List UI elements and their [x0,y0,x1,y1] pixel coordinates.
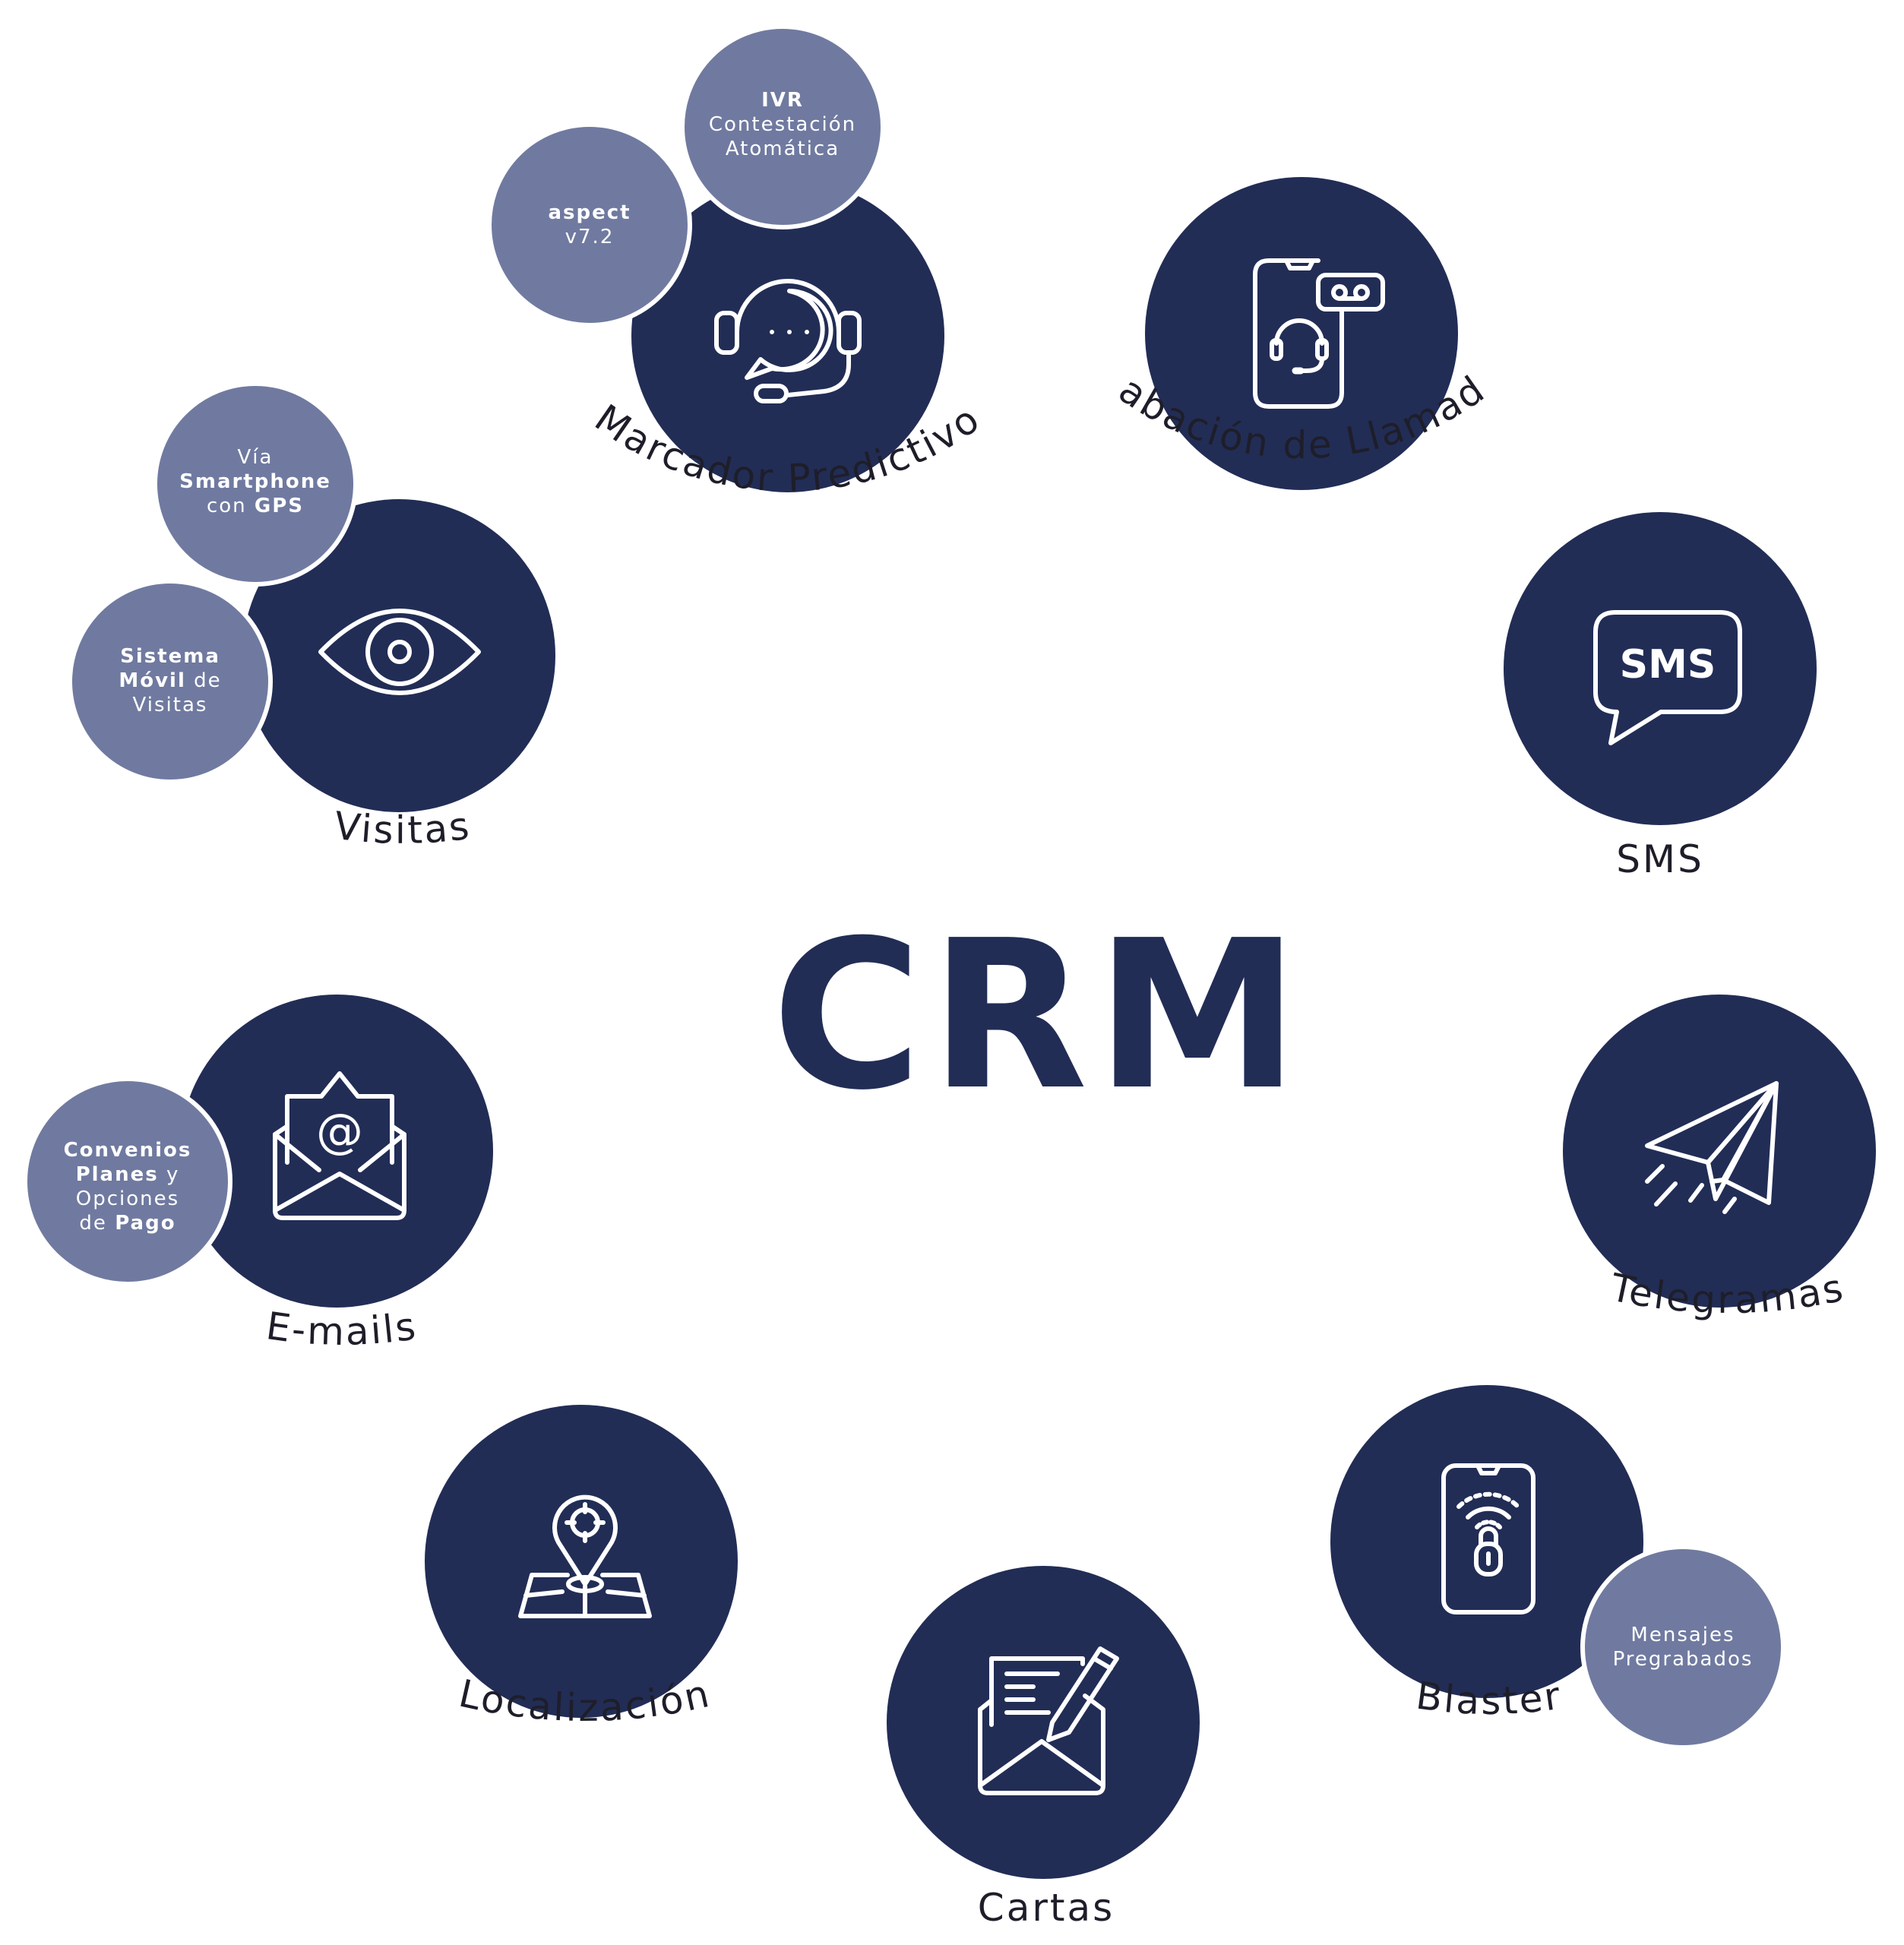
grabacion-circle [1145,177,1458,490]
node-telegramas: Telegramas [1563,995,1876,1322]
email-at-symbol: @ [316,1103,363,1159]
marcador-circle [631,179,944,492]
via-line-2: con GPS [207,495,304,517]
emails-circle [180,995,493,1308]
ivr-line-2-seg-0: Atomática [726,138,840,160]
convenios-line-3: de Pago [79,1212,176,1235]
aspect-line-1: v7.2 [565,226,615,248]
aspect-line-0: aspect [548,201,631,224]
crm-title: CRM [772,896,1308,1135]
convenios-line-1: Planes y [76,1163,180,1186]
aspect-line-0-seg-0: aspect [548,201,631,224]
sistema-line-0: Sistema [120,645,220,668]
cartas-circle [887,1566,1200,1879]
ivr-line-0-seg-0: IVR [761,89,804,112]
node-visitas: Visitas [242,499,555,852]
localizacion-circle [425,1405,738,1718]
map-pin-icon [518,1494,652,1618]
convenios-line-2: Opciones [76,1188,179,1210]
via-line-0: Vía [238,446,274,469]
sistema-line-1-seg-1: de [186,669,222,692]
visitas-label: Visitas [332,804,474,852]
via-line-2-seg-1: GPS [255,495,304,517]
mensajes-line-1: Pregrabados [1613,1648,1754,1671]
sms-label: SMS [1616,837,1704,881]
badge-via-circle [153,381,358,587]
convenios-line-0: Convenios [64,1139,192,1162]
email-envelope-icon [273,1071,406,1220]
paper-plane-icon [1645,1081,1779,1214]
convenios-line-0-seg-0: Convenios [64,1139,192,1162]
convenios-line-2-seg-0: Opciones [76,1188,179,1210]
cartas-label: Cartas [978,1886,1115,1930]
node-cartas: Cartas [887,1566,1200,1930]
node-sms: SMS SMS [1504,512,1817,881]
sms-circle [1504,512,1817,825]
mensajes-line-0-seg-0: Mensajes [1630,1624,1735,1646]
via-line-1-seg-0: Smartphone [179,470,331,493]
node-emails: @ E-mails [180,995,493,1354]
badge-mensajes-circle [1580,1545,1785,1750]
phone-wifi-lock-icon [1441,1463,1536,1615]
ivr-line-0: IVR [761,89,804,112]
eye-icon [318,609,481,695]
mensajes-line-0: Mensajes [1630,1624,1735,1646]
convenios-line-1-seg-1: y [159,1163,180,1186]
letter-envelope-pen-icon [978,1646,1119,1795]
convenios-line-3-seg-0: de [79,1212,115,1235]
badge-aspect-circle [487,122,692,327]
node-blaster: Blaster [1330,1385,1643,1723]
sistema-line-1-seg-0: Móvil [119,669,186,692]
phone-recording-icon [1253,258,1385,409]
convenios-line-1-seg-0: Planes [76,1163,159,1186]
via-line-0-seg-0: Vía [238,446,274,469]
sistema-line-2: Visitas [133,694,208,716]
sistema-line-1: Móvil de [119,669,221,692]
via-line-2-seg-0: con [207,495,255,517]
sistema-line-2-seg-0: Visitas [133,694,208,716]
badge-sistema-circle [68,579,273,784]
sms-icon-text: SMS [1620,642,1716,688]
ivr-line-2: Atomática [726,138,840,160]
ivr-line-1: Contestación [709,113,856,136]
visitas-circle [242,499,555,812]
headset-chat-icon [714,279,862,403]
aspect-line-1-seg-0: v7.2 [565,226,615,248]
badge-ivr-circle [680,24,885,229]
via-line-1: Smartphone [179,470,331,493]
sistema-line-0-seg-0: Sistema [120,645,220,668]
mensajes-line-1-seg-0: Pregrabados [1613,1648,1754,1671]
ivr-line-1-seg-0: Contestación [709,113,856,136]
sms-bubble-icon [1593,610,1742,745]
emails-label: E-mails [264,1304,420,1354]
blaster-label: Blaster [1413,1673,1564,1723]
badge-convenios-circle [23,1077,232,1286]
node-localizacion: Localización [425,1405,738,1730]
convenios-line-3-seg-1: Pago [115,1212,176,1235]
